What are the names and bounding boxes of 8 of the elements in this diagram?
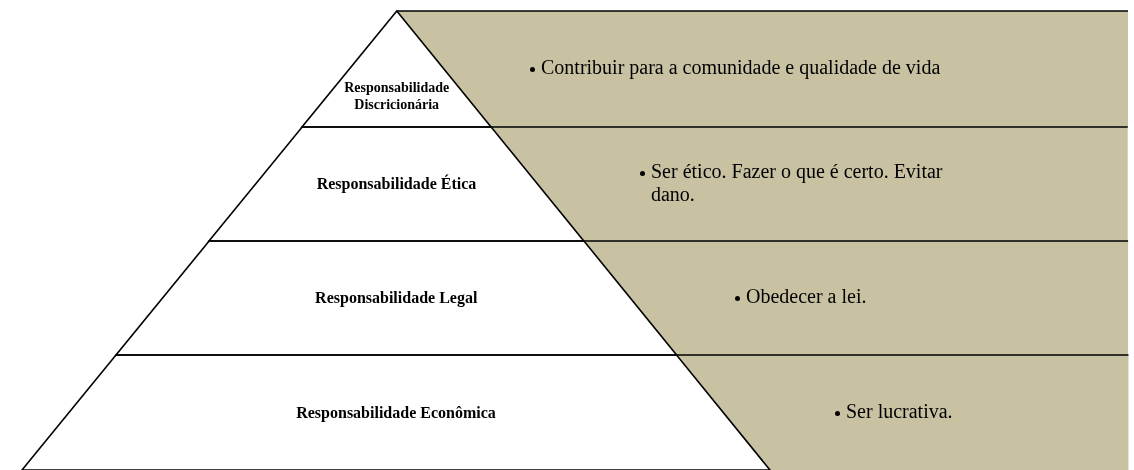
description-text: Ser lucrativa.	[846, 399, 953, 423]
description-text: Ser ético. Fazer o que é certo. Evitar dano.	[651, 160, 944, 206]
description-text: Contribuir para a comunidade e qualidade de vida	[541, 56, 941, 79]
tier-label: Responsabilidade Econômica	[295, 402, 497, 423]
tier-label: Responsabilidade Ética	[315, 174, 478, 194]
description-text: Obedecer a lei.	[746, 285, 867, 308]
tier-label: Responsabilidade Legal	[314, 288, 479, 308]
tier-label: Responsabilidade Discricionária	[343, 80, 451, 114]
